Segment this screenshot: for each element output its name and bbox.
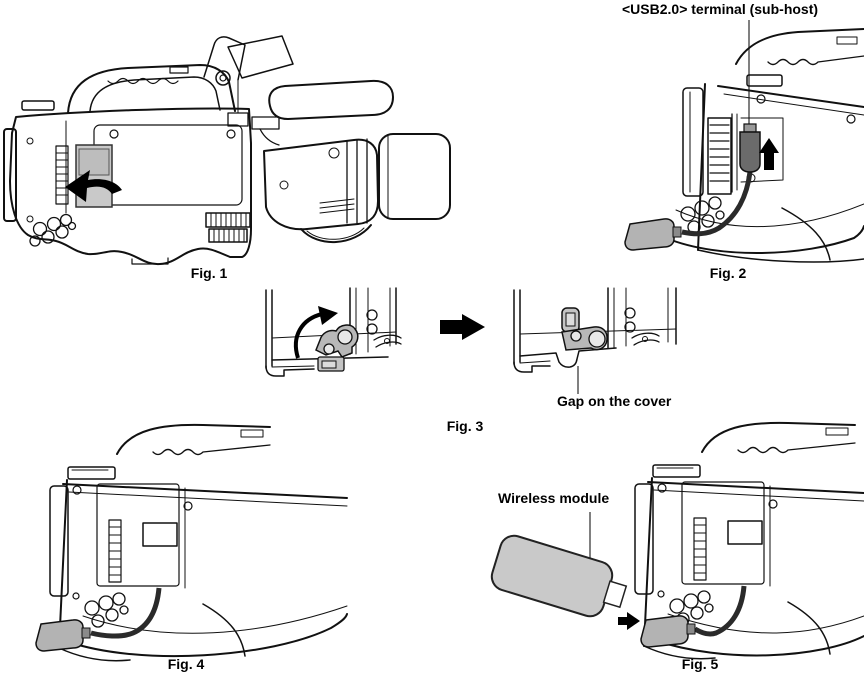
fig1-camera-side-view <box>3 35 451 266</box>
camera-rear <box>634 421 864 660</box>
latch <box>315 324 359 358</box>
fig5-caption: Fig. 5 <box>681 656 719 672</box>
handle <box>67 64 236 114</box>
attach-module-right-arrow-icon <box>618 612 640 630</box>
microphone <box>268 79 394 120</box>
fig3-detail-after <box>513 287 677 394</box>
gap-notch <box>519 347 617 368</box>
fig3-caption: Fig. 3 <box>446 418 484 434</box>
fig5-attach-module <box>490 421 864 660</box>
fig3-detail-before <box>265 287 402 377</box>
open-cover-door <box>707 117 732 195</box>
next-step-right-arrow-icon <box>440 314 485 340</box>
control-buttons <box>29 213 77 247</box>
cable-connector <box>640 615 689 648</box>
insert-plug-up-arrow-icon <box>759 138 779 170</box>
viewfinder-mount <box>203 36 246 81</box>
usb-cable <box>693 585 747 637</box>
hand-strap <box>300 224 372 243</box>
usb-terminal-label: <USB2.0> terminal (sub-host) <box>622 1 819 17</box>
fig1-caption: Fig. 1 <box>190 265 228 281</box>
slide-cover-open-arrow-icon <box>65 170 122 202</box>
gap-on-cover-label: Gap on the cover <box>557 393 672 409</box>
connector-strip <box>55 145 69 205</box>
lens-hood <box>378 133 451 220</box>
usb-plug <box>739 131 761 173</box>
wireless-module <box>490 534 628 618</box>
fig2-caption: Fig. 2 <box>709 265 747 281</box>
cover-detail <box>513 287 677 373</box>
usb-cable <box>681 171 753 237</box>
control-buttons <box>84 592 129 628</box>
camera-rear <box>49 423 348 662</box>
fig2-rear-view-open <box>624 20 864 263</box>
fig4-caption: Fig. 4 <box>167 656 205 672</box>
camera-rear <box>665 28 864 263</box>
fig4-rear-view-closed <box>35 423 348 662</box>
lens-grip <box>263 138 379 231</box>
cable-connector <box>624 218 675 251</box>
usb-cable <box>90 587 162 639</box>
camera-body <box>3 35 451 266</box>
wireless-module-label: Wireless module <box>498 490 610 506</box>
cable-connector <box>35 619 84 652</box>
module-usb-tab <box>602 580 628 609</box>
rotate-latch-arrow-icon <box>293 312 323 359</box>
